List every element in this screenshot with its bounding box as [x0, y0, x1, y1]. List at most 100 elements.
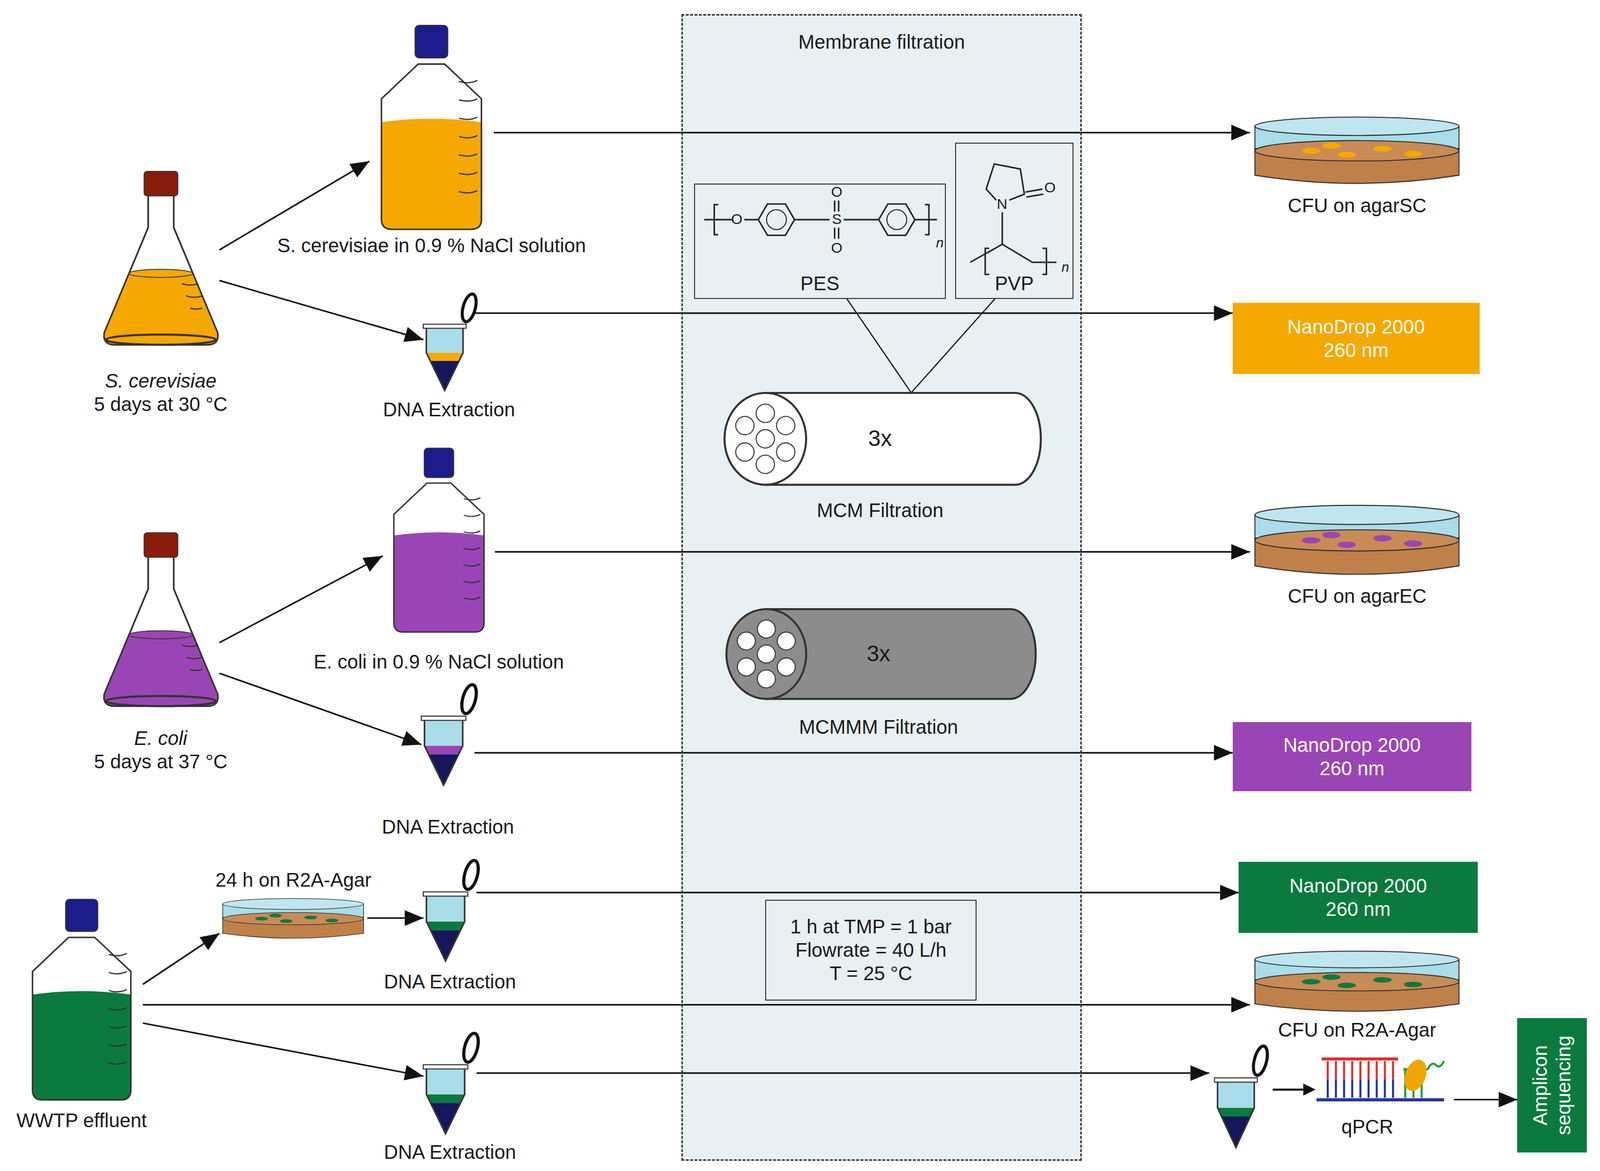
- drawing-part: [1217, 1082, 1254, 1109]
- drawing-part: [1301, 537, 1321, 544]
- drawing-part: [426, 328, 464, 354]
- label-text: NanoDrop 2000 260 nm: [1285, 315, 1427, 362]
- qpcr-step-drawing: [1209, 1049, 1455, 1113]
- drawing-part: [424, 720, 463, 786]
- polymer-structure: PVP: [955, 142, 1074, 300]
- petri-dish-drawing: [1249, 112, 1465, 189]
- arrow-connector: [142, 1004, 1250, 1006]
- caption-holder: qPCR: [1341, 1115, 1394, 1139]
- caption-holder: MCMMM Filtration: [798, 715, 959, 739]
- drawing-part: [755, 404, 775, 423]
- drawing-part: [463, 497, 481, 600]
- label-text: DNA Extraction: [382, 397, 515, 422]
- arrow-connector: [474, 312, 1233, 315]
- drawing-part: [1255, 529, 1460, 552]
- drawing-part: [381, 64, 482, 230]
- drawing-part: [223, 913, 364, 926]
- drawing-part: [325, 919, 339, 923]
- drawing-part: [423, 892, 469, 897]
- drawing-part: [430, 1103, 461, 1134]
- drawing-part: [223, 899, 364, 911]
- drawing-part: [737, 658, 756, 677]
- label-text: DNA Extraction: [381, 815, 514, 839]
- label-text: 3x: [866, 640, 891, 668]
- arrow-connector: [367, 917, 424, 920]
- polymer-structure: PES: [694, 183, 946, 300]
- drawing-part: [103, 555, 218, 707]
- drawing-part: [757, 620, 776, 639]
- drawing-part: [381, 64, 482, 230]
- arrow-connector: [476, 1072, 1209, 1074]
- drawing-part: [424, 746, 463, 755]
- drawing-part: [461, 1032, 482, 1065]
- drawing-part: [1321, 1057, 1398, 1061]
- extraction-tube: DNA Extraction: [423, 1030, 477, 1139]
- drawing-part: [103, 273, 218, 345]
- atom-label: S: [831, 211, 842, 227]
- caption-holder: CFU on R2A-Agar: [1278, 1018, 1437, 1042]
- drawing-part: [1337, 151, 1357, 159]
- drawing-part: [424, 720, 463, 747]
- label-text: 5 days at 30 °C: [94, 392, 228, 416]
- measurement-box: NanoDrop 2000 260 nm: [1232, 302, 1480, 375]
- petri-dish: 24 h on R2A-Agar: [219, 895, 368, 942]
- drawing-part: [1373, 977, 1393, 983]
- label-text: E. coli in 0.9 % NaCl solution: [313, 650, 565, 674]
- drawing-part: [426, 353, 464, 362]
- drawing-part: [1221, 1116, 1251, 1149]
- drawing-part: [421, 716, 467, 721]
- drawing-part: [105, 334, 216, 345]
- extraction-tube: DNA Extraction: [421, 681, 475, 791]
- label-text: MCMMM Filtration: [798, 715, 959, 739]
- drawing-part: [986, 164, 1025, 201]
- caption-holder: S. cerevisiae in 0.9 % NaCl solution: [277, 233, 586, 258]
- extraction-tube-drawing: [423, 293, 475, 393]
- label-text: NanoDrop 2000 260 nm: [1287, 874, 1429, 922]
- label-text: S. cerevisiae in 0.9 % NaCl solution: [277, 233, 586, 258]
- drawing-part: [1301, 148, 1321, 155]
- drawing-part: [1255, 951, 1460, 969]
- arrow-connector: [1453, 1099, 1518, 1101]
- drawing-part: [1322, 142, 1341, 150]
- caption-holder: E. coli5 days at 37 °C: [94, 726, 228, 774]
- extraction-tube-drawing: [423, 1030, 477, 1139]
- atom-label: O: [731, 211, 743, 227]
- drawing-part: [1255, 972, 1460, 992]
- label-text: S. cerevisiae: [104, 369, 217, 393]
- drawing-part: [1373, 146, 1393, 153]
- drawing-part: [426, 1069, 465, 1134]
- label-text: qPCR: [1341, 1115, 1394, 1139]
- drawing-part: [103, 193, 218, 345]
- drawing-part: [428, 754, 459, 786]
- drawing-part: [103, 635, 218, 707]
- drawing-part: [280, 919, 293, 924]
- drawing-part: [766, 209, 787, 230]
- text-holder: PES: [695, 184, 945, 299]
- drawing-part: [426, 896, 465, 922]
- culture-flask: E. coli5 days at 37 °C: [102, 530, 220, 710]
- drawing-part: [776, 442, 795, 462]
- label-text: Amplicon sequencing: [1528, 1023, 1576, 1149]
- drawing-part: [1373, 534, 1393, 542]
- suspension-bottle-drawing: [369, 25, 494, 230]
- caption-holder: S. cerevisiae5 days at 30 °C: [94, 369, 228, 416]
- label-text: PVP: [994, 271, 1034, 296]
- drawing-part: [878, 204, 915, 236]
- caption-holder: CFU on agarEC: [1287, 584, 1427, 608]
- atom-label: O: [830, 184, 843, 200]
- drawing-part: [777, 658, 796, 677]
- effluent-bottle-drawing: [20, 892, 143, 1108]
- membrane-module: 3xMCM Filtration: [719, 393, 1041, 486]
- drawing-part: [393, 483, 484, 633]
- caption-holder: DNA Extraction: [383, 970, 516, 994]
- measurement-box: NanoDrop 2000 260 nm: [1238, 862, 1478, 934]
- drawing-part: [424, 448, 454, 478]
- extraction-tube-drawing: [421, 681, 475, 791]
- label-text: CFU on agarEC: [1287, 584, 1427, 608]
- label-text: Membrane filtration: [798, 30, 965, 54]
- caption-holder: DNA Extraction: [383, 1140, 516, 1165]
- drawing-part: [304, 916, 318, 921]
- caption-holder: WWTP effluent: [16, 1109, 148, 1133]
- text-holder: NanoDrop 2000 260 nm: [1232, 302, 1480, 375]
- drawing-part: [461, 859, 482, 892]
